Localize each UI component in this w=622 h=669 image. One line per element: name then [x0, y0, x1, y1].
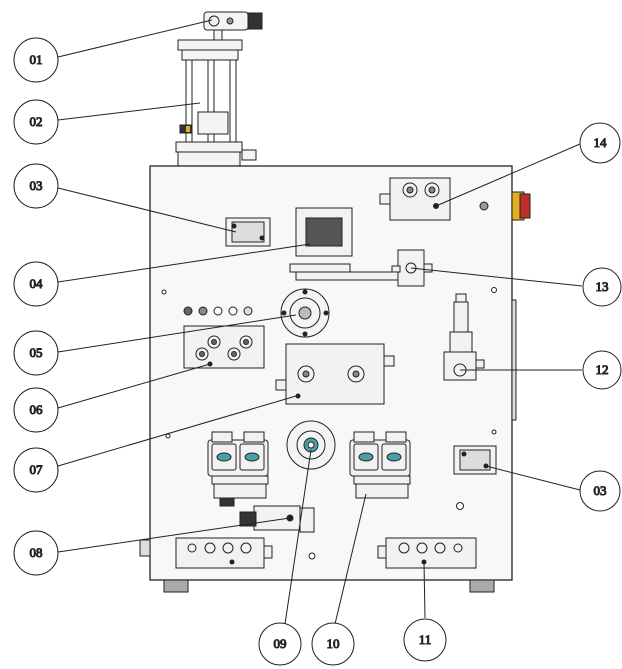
round-port-09	[286, 420, 336, 470]
callout-08: 08	[13, 530, 59, 576]
port-strip-11	[377, 537, 477, 569]
callout-06: 06	[13, 387, 59, 433]
port-panel-06	[183, 325, 265, 369]
callout-11-label: 11	[419, 632, 432, 647]
cabinet-foot-left	[163, 579, 189, 593]
small-screw	[456, 502, 464, 510]
callout-05-label: 05	[30, 345, 43, 360]
leader-lines	[57, 19, 583, 625]
small-screw	[479, 201, 489, 211]
callout-07-label: 07	[30, 462, 44, 477]
cabinet-foot-right	[469, 579, 495, 593]
callout-11: 11	[403, 618, 447, 662]
fitting-03-upper	[225, 217, 271, 247]
callout-03a: 03	[13, 163, 59, 209]
gauge-pair-10	[349, 431, 411, 499]
callout-03b-label: 03	[594, 483, 607, 498]
fitting-03-lower	[453, 445, 497, 475]
callout-14: 14	[579, 122, 621, 164]
display-box-04	[295, 207, 353, 257]
callout-02: 02	[13, 99, 59, 145]
callout-05: 05	[13, 330, 59, 376]
callout-14-label: 14	[594, 135, 608, 150]
callout-08-label: 08	[30, 545, 43, 560]
callout-04-label: 04	[30, 276, 44, 291]
cylinder-assembly-02	[175, 39, 257, 181]
small-screw	[491, 287, 497, 293]
callout-06-label: 06	[30, 402, 44, 417]
indicator-lights	[183, 306, 253, 316]
callout-02-label: 02	[30, 114, 43, 129]
callout-01-label: 01	[30, 52, 43, 67]
side-rail-right	[511, 299, 517, 421]
small-screw	[491, 429, 497, 435]
callout-03b: 03	[579, 470, 621, 512]
valve-block-14	[379, 177, 451, 221]
small-screw	[161, 289, 167, 295]
emergency-stop	[511, 191, 531, 221]
callout-12: 12	[582, 350, 622, 390]
callout-13: 13	[582, 267, 622, 307]
central-block-07	[275, 343, 395, 405]
side-connector-left	[139, 539, 151, 557]
callout-13-label: 13	[596, 279, 609, 294]
top-valve-01	[203, 11, 263, 41]
callout-01: 01	[13, 37, 59, 83]
callout-09: 09	[258, 622, 302, 666]
callout-03a-label: 03	[30, 178, 43, 193]
callout-09-label: 09	[274, 636, 287, 651]
gauge-pair-left	[207, 431, 269, 507]
callouts: 01 02 03 04 05 06 07 08 09 10 11 12 13 1…	[13, 37, 622, 666]
actuator-13	[289, 249, 433, 287]
connector-08	[239, 505, 315, 533]
callout-04: 04	[13, 261, 59, 307]
callout-07: 07	[13, 447, 59, 493]
callout-10-label: 10	[327, 636, 340, 651]
small-screw	[165, 433, 171, 439]
callout-10: 10	[311, 622, 355, 666]
port-strip-left	[175, 537, 273, 569]
round-port-05	[280, 288, 330, 338]
callout-12-label: 12	[596, 362, 609, 377]
small-screw	[308, 552, 316, 560]
